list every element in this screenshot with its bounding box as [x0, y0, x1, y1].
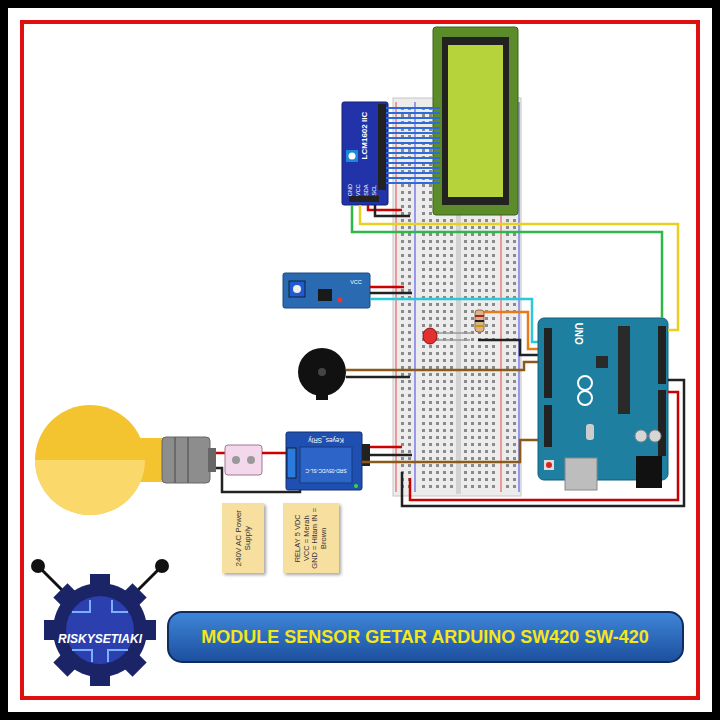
lcd-ribbon-wires [386, 108, 440, 183]
text-holder: LCM1602 IIC [360, 103, 369, 167]
text-holder: SDA [363, 180, 369, 200]
module-label: Keyes_SRly [293, 437, 359, 444]
wire-line [362, 440, 538, 462]
title-band [168, 612, 683, 662]
pin-label: GND [347, 180, 353, 200]
text-holder: RELAY 5 VDC VCC = Merah GND = Hitam IN =… [294, 506, 329, 570]
wire-connector [362, 440, 538, 462]
sticky-note: 240V AC Power Supply [222, 503, 264, 573]
wire-line [352, 205, 662, 318]
arduino-board [538, 318, 668, 490]
pin-label: VCC [346, 279, 366, 285]
text-holder: MODULE SENSOR GETAR ARDUINO SW420 SW-420 [173, 627, 678, 648]
note-text: 240V AC Power Supply [234, 506, 252, 570]
wire-line [360, 205, 678, 330]
led-and-resistor [423, 310, 541, 355]
text-holder: SCL [371, 180, 377, 200]
buzzer [298, 348, 541, 400]
text-holder: VCC [346, 279, 366, 285]
relay-module [286, 432, 370, 490]
text-holder: SRD-05VDC-SL-C [301, 467, 351, 473]
pin-label: SCL [371, 180, 377, 200]
title-text: MODULE SENSOR GETAR ARDUINO SW420 SW-420 [201, 627, 649, 648]
logo-text: RISKYSETIAKI [48, 633, 152, 647]
text-holder: Keyes_SRly [293, 437, 359, 444]
module-label: LCM1602 IIC [360, 103, 369, 167]
text-holder: GND [347, 180, 353, 200]
relay-wires [370, 447, 412, 455]
board-label: UNO [572, 318, 584, 350]
sensor-wires [370, 287, 541, 342]
arduino-uno: UNO [538, 318, 668, 480]
lcd-display [433, 27, 518, 215]
part-number: SRD-05VDC-SL-C [301, 467, 351, 473]
relay-module: Keyes_SRly [286, 432, 362, 490]
logo-gear [31, 559, 169, 686]
i2c-board [342, 102, 388, 205]
note-text: RELAY 5 VDC VCC = Merah GND = Hitam IN =… [294, 506, 329, 570]
light-bulb [35, 405, 216, 515]
i2c-power-wires [368, 205, 410, 216]
vibration-sensor [283, 273, 370, 308]
wire-connector [352, 205, 678, 330]
text-holder: VCC [355, 180, 361, 200]
power-wires [402, 380, 684, 506]
sticky-note: RELAY 5 VDC VCC = Merah GND = Hitam IN =… [283, 503, 339, 573]
pin-label: VCC [355, 180, 361, 200]
text-holder: UNO [572, 318, 584, 350]
text-holder: RISKYSETIAKI [48, 633, 152, 647]
text-holder: 240V AC Power Supply [234, 506, 252, 570]
pin-label: SDA [363, 180, 369, 200]
